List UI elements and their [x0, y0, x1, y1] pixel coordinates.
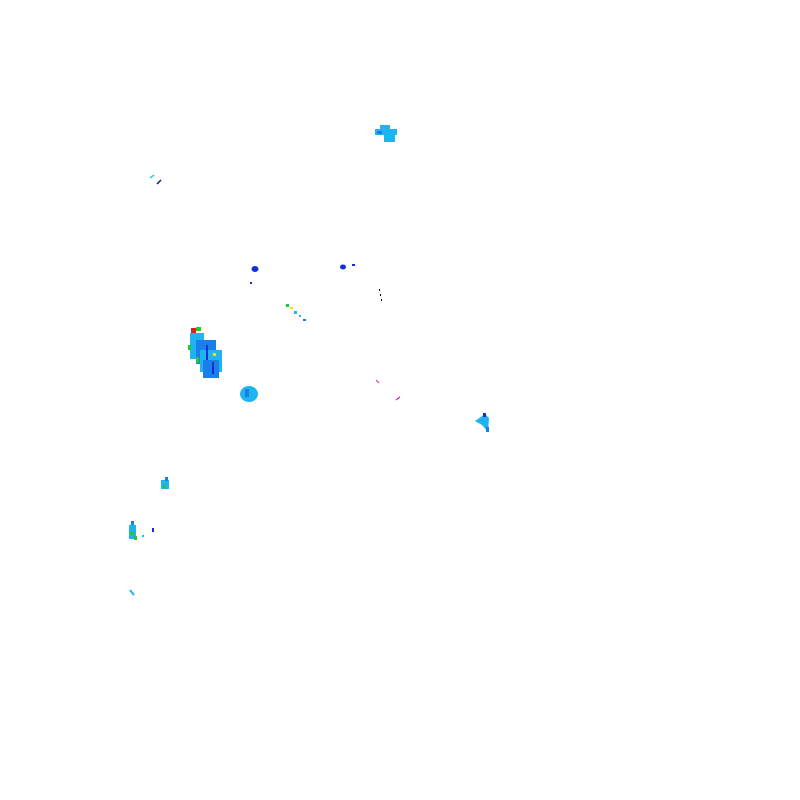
- radar-echo-right: [475, 413, 489, 432]
- radar-echo-streak-upper-left: [149, 174, 162, 185]
- radar-echo-lower-left-3: [129, 589, 135, 596]
- radar-echo-mid-center: [340, 264, 355, 270]
- radar-echo-mid-left: [250, 266, 259, 284]
- radar-echo-lower-left-1: [161, 477, 169, 489]
- radar-echo-dots-center: [379, 289, 382, 301]
- radar-echo-main-cell: [188, 327, 222, 378]
- radar-echo-streak-center: [286, 304, 306, 321]
- radar-echo-lower-left-2: [129, 521, 154, 540]
- radar-echo-round: [240, 386, 258, 402]
- radar-echo-top: [375, 125, 397, 142]
- radar-echo-specks-magenta: [375, 379, 401, 401]
